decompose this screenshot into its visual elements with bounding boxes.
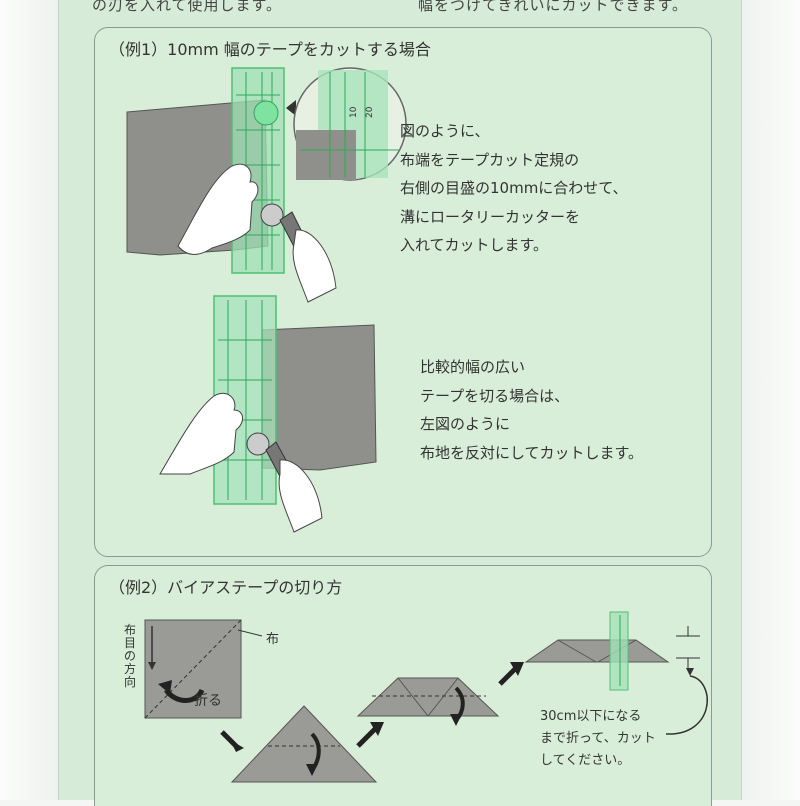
left-background bbox=[0, 0, 58, 800]
magnify-point bbox=[253, 100, 279, 126]
example1-description: 図のように、 布端をテープカット定規の 右側の目盛の10mmに合わせて、 溝にロ… bbox=[400, 122, 628, 254]
ruler-small bbox=[609, 611, 629, 691]
grain-direction-label: 布目の方向 bbox=[124, 623, 137, 689]
header-right-text: 幅をつけてきれいにカットできます。 bbox=[418, 0, 689, 14]
example1-title: （例1）10mm 幅のテープをカットする場合 bbox=[109, 40, 431, 59]
right-hand-2 bbox=[278, 459, 323, 533]
note-pointer bbox=[665, 675, 708, 735]
example2-note: 30cm以下になる まで折って、カット してください。 bbox=[540, 709, 656, 768]
triangle-fabric bbox=[230, 705, 378, 783]
step-arrow-3-icon bbox=[498, 666, 518, 686]
right-hand bbox=[292, 229, 337, 303]
folded-strip bbox=[356, 677, 500, 717]
fold-label: 折る bbox=[194, 693, 222, 709]
rotary-blade bbox=[260, 203, 284, 227]
right-background bbox=[740, 0, 800, 800]
square-fabric bbox=[144, 619, 242, 719]
header-left-text: の刃を入れて使用します。 bbox=[92, 0, 283, 14]
left-hand-2 bbox=[159, 392, 243, 475]
rotary-blade-2 bbox=[246, 432, 270, 456]
step-arrow-2-icon bbox=[356, 726, 378, 748]
grain-arrow-icon bbox=[148, 662, 156, 670]
example1-description-wide: 比較的幅の広い テープを切る場合は、 左図のように 布地を反対にしてカットします… bbox=[420, 358, 644, 462]
pointer-arrow-icon bbox=[286, 100, 296, 116]
scale-label-20: 20 bbox=[365, 106, 375, 118]
example2-title: （例2）バイアステープの切り方 bbox=[109, 578, 343, 597]
fold-arrow-icon bbox=[163, 688, 205, 703]
left-hand bbox=[177, 163, 259, 255]
scale-label-10: 10 bbox=[349, 106, 359, 118]
final-strip bbox=[524, 639, 670, 663]
cloth-label: 布 bbox=[266, 632, 280, 647]
